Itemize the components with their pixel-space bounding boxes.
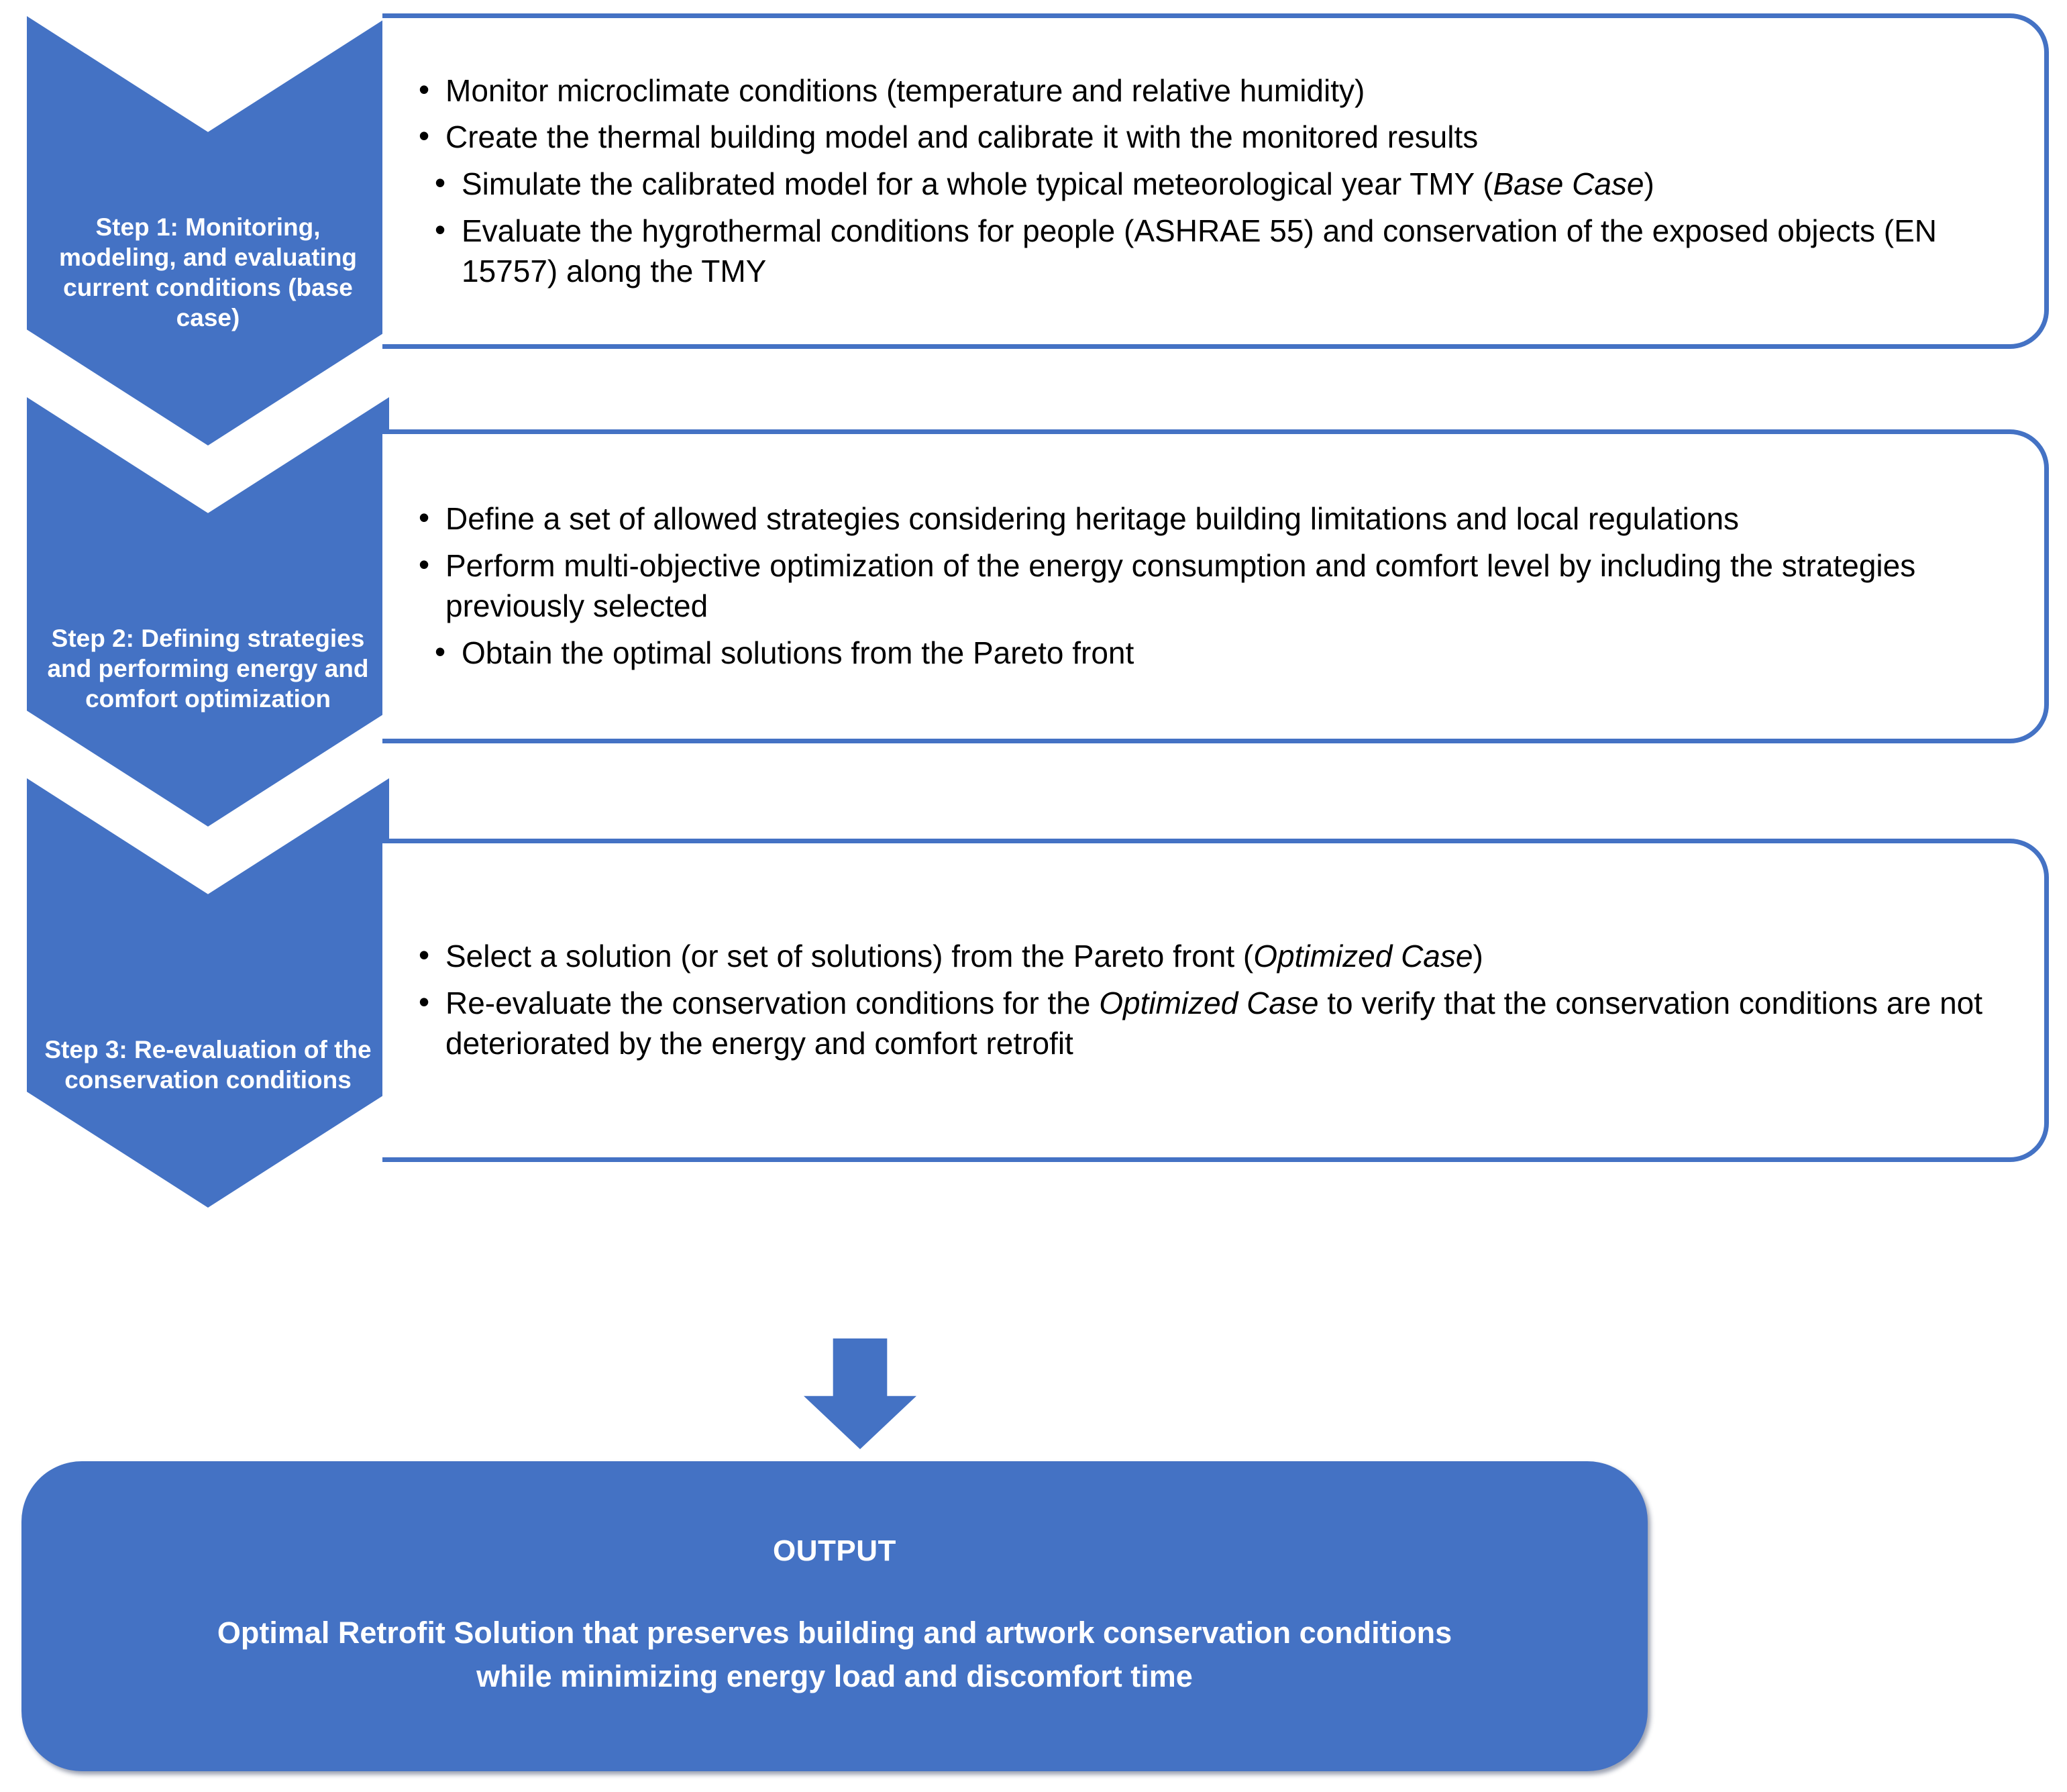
bullet-item: Monitor microclimate conditions (tempera…	[415, 70, 2004, 111]
emphasis-text: Optimized Case	[1099, 986, 1319, 1021]
bullet-item: Create the thermal building model and ca…	[415, 116, 2004, 158]
step-1-chevron: Step 1: Monitoring, modeling, and evalua…	[27, 16, 389, 445]
chevron-shape-icon	[27, 778, 389, 1208]
bullet-item: Simulate the calibrated model for a whol…	[415, 163, 2004, 205]
emphasis-text: Base Case	[1493, 166, 1644, 202]
step-2-label: Step 2: Defining strategies and performi…	[47, 624, 369, 713]
step-1-content-box: Monitor microclimate conditions (tempera…	[382, 13, 2049, 349]
step-3-chevron: Step 3: Re-evaluation of the conservatio…	[27, 778, 389, 1208]
bullet-item: Perform multi-objective optimization of …	[415, 545, 2004, 627]
down-arrow-icon	[804, 1338, 916, 1449]
output-box: OUTPUT Optimal Retrofit Solution that pr…	[21, 1461, 1648, 1771]
bullet-item: Define a set of allowed strategies consi…	[415, 498, 2004, 539]
step-1-label: Step 1: Monitoring, modeling, and evalua…	[58, 213, 358, 331]
output-title: OUTPUT	[773, 1534, 896, 1567]
step-3-label: Step 3: Re-evaluation of the conservatio…	[44, 1035, 372, 1094]
step-3-content-box: Select a solution (or set of solutions) …	[382, 839, 2049, 1162]
bullet-item: Evaluate the hygrothermal conditions for…	[415, 210, 2004, 292]
step-2-chevron: Step 2: Defining strategies and performi…	[27, 397, 389, 827]
step-3-bullet-list: Select a solution (or set of solutions) …	[382, 935, 2044, 1064]
bullet-item: Re-evaluate the conservation conditions …	[415, 982, 2004, 1064]
chevron-shape-icon	[27, 397, 389, 827]
step-2-content-box: Define a set of allowed strategies consi…	[382, 429, 2049, 743]
output-description: Optimal Retrofit Solution that preserves…	[217, 1615, 1452, 1693]
emphasis-text: Optimized Case	[1253, 939, 1473, 974]
bullet-item: Obtain the optimal solutions from the Pa…	[415, 632, 2004, 674]
step-2-bullet-list: Define a set of allowed strategies consi…	[382, 498, 2044, 674]
step-1-bullet-list: Monitor microclimate conditions (tempera…	[382, 70, 2044, 292]
bullet-item: Select a solution (or set of solutions) …	[415, 935, 2004, 977]
